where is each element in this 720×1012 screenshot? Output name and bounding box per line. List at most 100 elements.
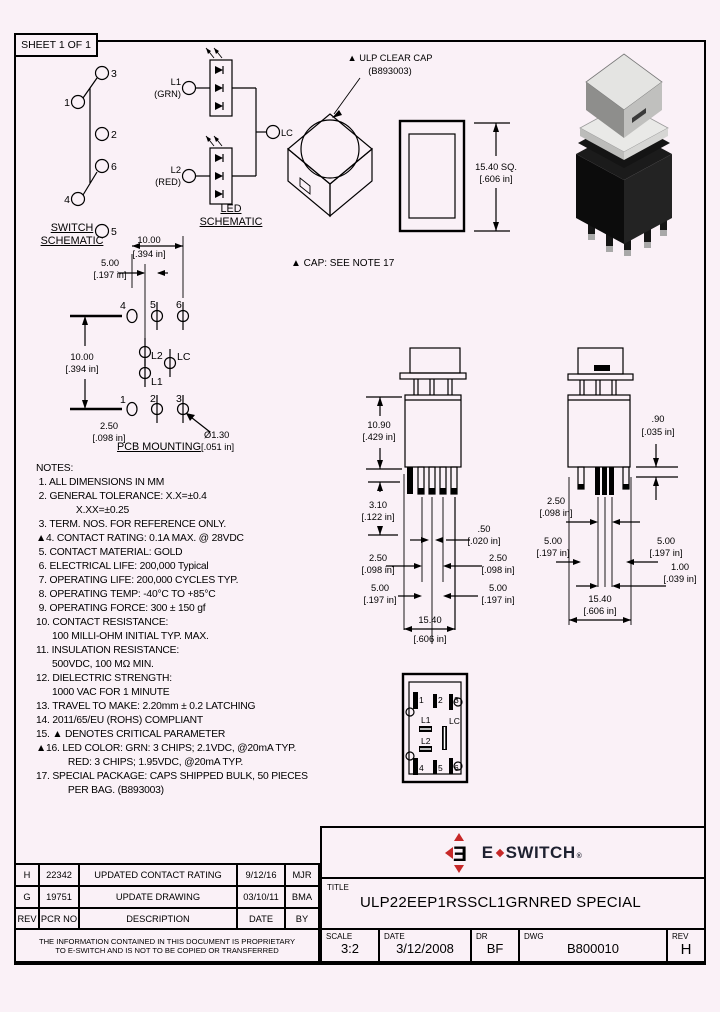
note-line: 11. INSULATION RESISTANCE:: [36, 645, 179, 656]
pcb-t4: 4: [120, 300, 126, 312]
side-shoulder-in: [.035 in]: [641, 427, 674, 437]
bv-l1: L1: [421, 715, 431, 725]
front-p25r-mm: 2.50: [489, 553, 507, 563]
note-line: 8. OPERATING TEMP: -40°C TO +85°C: [36, 589, 216, 600]
switch-schematic-lines: [70, 65, 110, 239]
switch-cap-photo: [585, 53, 663, 138]
drawn-by-cell: DR BF: [472, 930, 520, 961]
side-w-in: [.606 in]: [583, 606, 616, 616]
date-header: DATE: [238, 909, 286, 928]
bv-p3: 3: [454, 695, 459, 705]
bottom-view-pads: [405, 692, 463, 775]
pcr-cell: 19751: [40, 887, 80, 907]
led-schematic-lines: [181, 47, 281, 205]
led2-label: L2: [171, 165, 181, 175]
desc-cell: UPDATE DRAWING: [80, 887, 238, 907]
revision-row: G 19751 UPDATE DRAWING 03/10/11 BMA: [16, 887, 318, 909]
pcb-dim-25-mm: 2.50: [100, 421, 118, 431]
title-block: Ǝ E SWITCH ® TITLE ULP22EEP1RSSCL1GRNRED…: [320, 826, 706, 963]
pcb-hole-dia-mm: Ø1.30: [204, 430, 229, 440]
side-p25-in: [.098 in]: [539, 508, 572, 518]
terminal-2-label: 2: [111, 129, 117, 141]
front-w-in: [.606 in]: [413, 634, 446, 644]
led-schematic-title: LED SCHEMATIC: [199, 203, 263, 228]
note-line: 13. TRAVEL TO MAKE: 2.20mm ± 0.2 LATCHIN…: [36, 701, 256, 712]
side-p25-mm: 2.50: [547, 496, 565, 506]
note-line: PER BAG. (B893003): [36, 785, 164, 796]
front-pinw-in: [.020 in]: [467, 536, 500, 546]
note-line: ▲4. CONTACT RATING: 0.1A MAX. @ 28VDC: [36, 533, 244, 544]
note-line: 15. ▲ DENOTES CRITICAL PARAMETER: [36, 729, 226, 740]
date-value: 3/12/2008: [396, 941, 454, 956]
led-common-label: LC: [281, 128, 293, 138]
note-line: 12. DIELECTRIC STRENGTH:: [36, 673, 172, 684]
led-schematic: L1 (GRN) L2 (RED) LC: [154, 47, 293, 205]
note-line: 9. OPERATING FORCE: 300 ± 150 gf: [36, 603, 206, 614]
side-view: .90 [.035 in] 2.50 [.098 in] 5.00 [.197 …: [536, 347, 697, 625]
eswitch-wordmark: E SWITCH ®: [481, 842, 583, 862]
note-line: 1000 VAC FOR 1 MINUTE: [36, 687, 170, 698]
terminal-1-label: 1: [64, 97, 70, 109]
note-line: 6. ELECTRICAL LIFE: 200,000 Typical: [36, 561, 209, 572]
proprietary-notice: THE INFORMATION CONTAINED IN THIS DOCUME…: [38, 936, 296, 955]
led-diodes: [215, 66, 224, 198]
bv-l2: L2: [421, 736, 431, 746]
front-view: 10.90 [.429 in] 3.10 [.122 in] .50 [.020…: [361, 347, 515, 644]
led1-color-label: (GRN): [154, 89, 181, 99]
front-pinw-mm: .50: [478, 524, 491, 534]
front-p25l-in: [.098 in]: [361, 565, 394, 575]
date-cell: DATE 3/12/2008: [380, 930, 472, 961]
front-p5r-in: [.197 in]: [481, 595, 514, 605]
sheet-number: SHEET 1 OF 1: [21, 39, 91, 51]
front-h-mm: 10.90: [367, 420, 390, 430]
svg-text:Ǝ: Ǝ: [453, 843, 467, 866]
led1-label: L1: [171, 77, 181, 87]
side-view-body: [567, 347, 634, 495]
drawn-by-value: BF: [486, 941, 504, 956]
pcb-dim-5-in: [.197 in]: [93, 270, 126, 280]
title-band: TITLE ULP22EEP1RSSCL1GRNRED SPECIAL: [322, 879, 704, 930]
cap-dim-in: [.606 in]: [479, 174, 512, 184]
side-p5r-mm: 5.00: [657, 536, 675, 546]
note-line: 3. TERM. NOS. FOR REFERENCE ONLY.: [36, 519, 227, 530]
side-shoulder-mm: .90: [652, 414, 665, 424]
note-line: NOTES:: [36, 463, 74, 474]
terminal-5-label: 5: [111, 226, 117, 238]
eswitch-logo-icon: Ǝ: [444, 832, 467, 873]
cap-callout-line1: ▲ ULP CLEAR CAP: [348, 53, 433, 63]
note-line: RED: 3 CHIPS; 1.95VDC, @20mA TYP.: [36, 757, 244, 768]
note-line: 100 MILLI-OHM INITIAL TYP. MAX.: [36, 631, 209, 642]
note-line: 1. ALL DIMENSIONS IN MM: [36, 477, 165, 488]
scale-cell: SCALE 3:2: [322, 930, 380, 961]
rev-cell: G: [16, 887, 40, 907]
pcb-dim-10-mm: 10.00: [137, 235, 160, 245]
pcb-holes: [126, 302, 190, 423]
side-p1-mm: 1.00: [671, 562, 689, 572]
revision-row: H 22342 UPDATED CONTACT RATING 9/12/16 M…: [16, 865, 318, 887]
front-p5r-mm: 5.00: [489, 583, 507, 593]
bv-p1: 1: [419, 695, 424, 705]
bv-p2: 2: [438, 695, 443, 705]
bv-lc: LC: [449, 716, 460, 726]
bv-p5: 5: [438, 763, 443, 773]
side-p1-in: [.039 in]: [663, 574, 696, 584]
drawing-frame: [14, 40, 706, 965]
side-p5l-mm: 5.00: [544, 536, 562, 546]
date-cell: 9/12/16: [238, 865, 286, 885]
sheet-number-box: SHEET 1 OF 1: [14, 33, 98, 57]
note-line: 5. CONTACT MATERIAL: GOLD: [36, 547, 183, 558]
bv-p6: 6: [454, 763, 459, 773]
pcb-t6: 6: [176, 299, 182, 311]
registered-mark: ®: [576, 852, 583, 860]
logo-dot: [495, 848, 504, 857]
cap-note: ▲ CAP: SEE NOTE 17: [291, 258, 395, 269]
product-photo: [576, 53, 672, 256]
pcb-dim-10-in: [.394 in]: [132, 249, 165, 259]
pcb-l1: L1: [151, 376, 163, 388]
side-p5r-in: [.197 in]: [649, 548, 682, 558]
note-line: 7. OPERATING LIFE: 200,000 CYCLES TYP.: [36, 575, 239, 586]
pcb-hole-dia-in: [.051 in]: [201, 442, 234, 452]
cap-callout-line2: (B893003): [368, 66, 411, 76]
note-line: 500VDC, 100 MΩ MIN.: [36, 659, 154, 670]
